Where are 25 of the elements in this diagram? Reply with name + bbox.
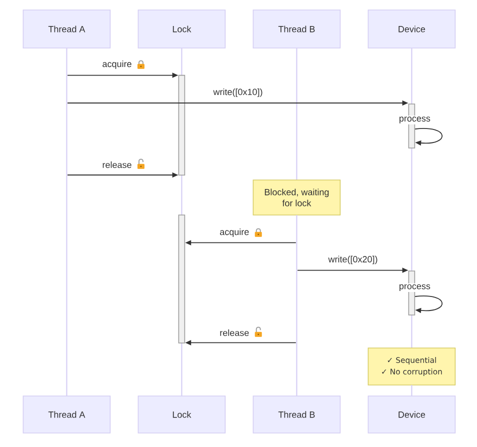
edge-label: release: [218, 328, 250, 337]
edge-label: release: [101, 160, 133, 169]
edge-label: process: [398, 283, 432, 292]
lifeline: [411, 385, 412, 396]
edge-label: acquire: [101, 60, 133, 70]
edge-label: acquire: [218, 228, 250, 238]
note-box: Blocked, waiting for lock: [252, 180, 341, 216]
edge-label: write([0x10]): [212, 88, 264, 98]
participant-box: Device: [368, 396, 456, 434]
participant-box: Lock: [138, 396, 226, 434]
lifeline: [66, 48, 68, 396]
participant-box: Thread B: [252, 396, 341, 434]
participant-box: Thread A: [22, 10, 111, 48]
edge-label: write([0x20]): [327, 254, 379, 266]
lifeline: [296, 215, 298, 396]
lifeline: [296, 48, 298, 180]
edge-label: process: [398, 116, 432, 124]
participant-box: Thread A: [22, 396, 111, 434]
participant-box: Device: [368, 10, 456, 48]
participant-box: Thread B: [252, 10, 341, 48]
activation-bar: [178, 74, 186, 176]
self-loop-arrow: [414, 128, 443, 146]
activation-bar: [178, 214, 186, 344]
self-loop-arrow: [414, 296, 443, 314]
participant-box: Lock: [138, 10, 226, 48]
